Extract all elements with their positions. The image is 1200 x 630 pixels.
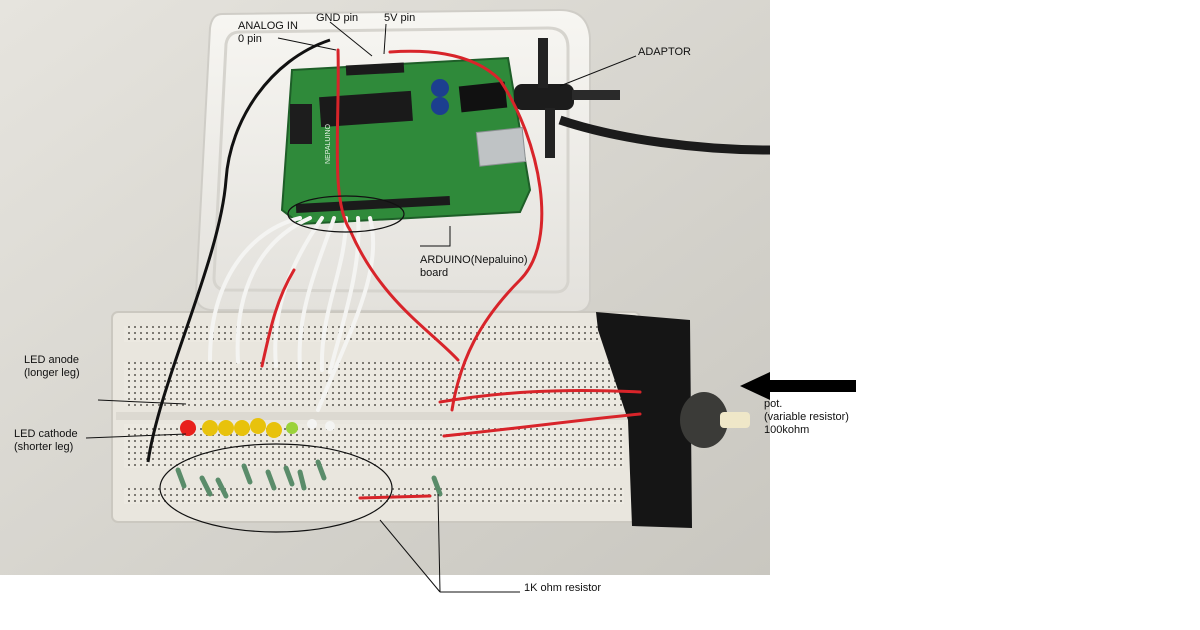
label-resistor: 1K ohm resistor <box>524 582 602 594</box>
chip-ic <box>319 90 413 128</box>
usb-port <box>475 127 527 167</box>
power-adaptor <box>514 38 770 158</box>
dc-jack <box>458 81 508 113</box>
arduino-board: NEPALUINO <box>280 56 532 226</box>
breadboard <box>111 311 641 523</box>
label-led-anode: LED anode (longer leg) <box>24 354 80 379</box>
capacitor-2 <box>431 97 449 115</box>
icsp-header <box>290 104 312 144</box>
label-adaptor: ADAPTOR <box>638 46 691 58</box>
breadboard-photo: NEPALUINO <box>0 0 770 575</box>
tape-and-pot <box>596 312 750 528</box>
label-5v-pin: 5V pin <box>384 12 416 24</box>
label-pot: pot. (variable resistor) 100kohm <box>764 398 849 436</box>
led-row <box>180 418 335 438</box>
black-wire <box>146 38 331 463</box>
capacitor-1 <box>431 79 449 97</box>
label-analog-in: ANALOG IN 0 pin <box>238 20 298 45</box>
label-gnd-pin: GND pin <box>316 12 359 24</box>
label-arduino-board: ARDUINO(Nepaluino) board <box>420 254 528 279</box>
label-led-cathode: LED cathode (shorter leg) <box>14 428 78 453</box>
header-top <box>345 62 405 76</box>
board-silkscreen: NEPALUINO <box>325 124 332 164</box>
